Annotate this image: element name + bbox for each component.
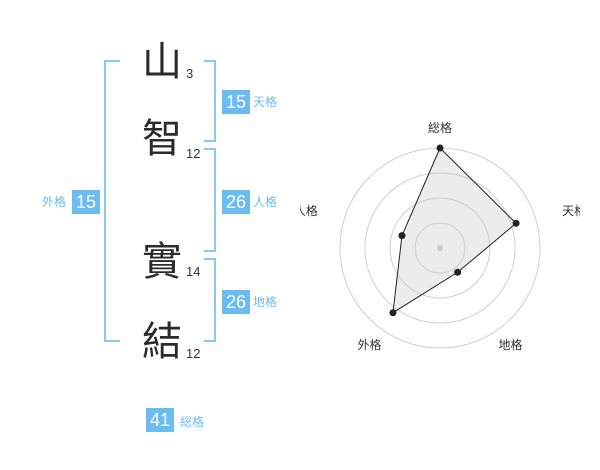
chikaku-bracket: [204, 258, 216, 342]
name-char-2: 智: [142, 116, 182, 162]
radar-ring: [389, 197, 491, 299]
name-char-4: 結: [142, 319, 182, 365]
chikaku-label: 地格: [253, 295, 278, 309]
tenkaku-label: 天格: [253, 95, 278, 109]
tenkaku-bracket: [204, 60, 216, 142]
radar-center-dot: [437, 245, 443, 251]
radar-axis-label-1: 総格: [428, 120, 452, 135]
radar-point-2: [512, 219, 520, 227]
stroke-count-3: 14: [186, 264, 201, 279]
tenkaku-value-badge: 15: [222, 90, 251, 114]
fortune-radar-chart: 総格天格地格 外格 人格: [300, 120, 580, 352]
radar-point-3: [454, 268, 462, 276]
jinkaku-label: 人格: [253, 195, 278, 209]
soukaku-label: 総格: [180, 415, 205, 429]
radar-point-4: [389, 309, 397, 317]
gaikaku-label: 外格: [42, 195, 67, 209]
radar-axis-label-2: 天格: [562, 203, 580, 218]
soukaku-value-badge: 41: [146, 408, 175, 432]
radar-ring: [364, 172, 516, 324]
name-char-3: 實: [142, 239, 182, 285]
radar-axis-label-4: 外格: [357, 337, 381, 352]
name-char-1: 山: [142, 39, 182, 85]
radar-axis-label-5: 人格: [300, 203, 318, 218]
stroke-count-1: 3: [186, 66, 194, 81]
gaikaku-bracket: [104, 60, 120, 342]
jinkaku-value-badge: 26: [222, 190, 251, 214]
radar-point-5: [398, 232, 406, 240]
radar-polygon: [392, 147, 517, 314]
stroke-count-2: 12: [186, 146, 201, 161]
radar-axis-label-3: 地格: [499, 337, 523, 352]
radar-ring: [414, 222, 466, 274]
stroke-count-4: 12: [186, 346, 201, 361]
radar-point-1: [436, 144, 444, 152]
gaikaku-value-badge: 15: [72, 190, 101, 214]
chikaku-value-badge: 26: [222, 290, 251, 314]
jinkaku-bracket: [204, 148, 216, 252]
